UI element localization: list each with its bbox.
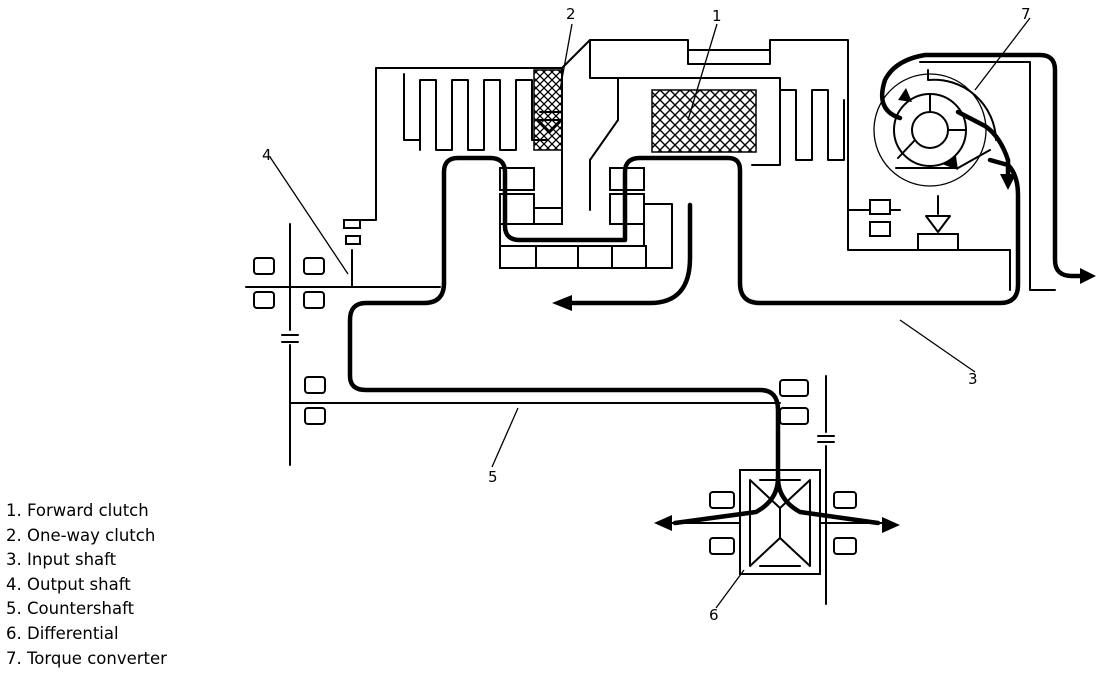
clutch-plates-right <box>779 89 845 161</box>
callout-number: 3 <box>968 370 978 388</box>
legend-number: 2. <box>6 525 22 545</box>
legend-item: 2. One-way clutch <box>6 524 167 549</box>
bearings <box>253 257 857 555</box>
forward-clutch <box>651 89 757 153</box>
power-flow-path <box>347 52 1096 533</box>
legend-item: 6. Differential <box>6 622 167 647</box>
legend-item: 5. Countershaft <box>6 597 167 622</box>
legend-number: 3. <box>6 550 22 570</box>
callout-number: 2 <box>566 5 576 23</box>
legend-label: Input shaft <box>27 550 117 570</box>
gear-set <box>499 167 673 269</box>
legend-label: Countershaft <box>27 599 135 619</box>
legend-label: Torque converter <box>27 648 167 668</box>
legend-number: 7. <box>6 648 22 668</box>
callout-number: 4 <box>262 146 272 164</box>
legend-label: One-way clutch <box>27 525 156 545</box>
legend-number: 5. <box>6 599 22 619</box>
leader-lines <box>269 17 1031 609</box>
callout-number: 7 <box>1021 5 1031 23</box>
callout-number: 6 <box>709 606 719 624</box>
legend-number: 6. <box>6 623 22 643</box>
one-way-clutch <box>533 69 563 151</box>
legend-item: 3. Input shaft <box>6 548 167 573</box>
callout-numbers: 2 1 3 4 5 6 7 <box>262 5 1031 624</box>
callout-number: 5 <box>488 468 498 486</box>
legend: 1. Forward clutch 2. One-way clutch 3. I… <box>6 499 167 671</box>
legend-item: 4. Output shaft <box>6 573 167 598</box>
legend-item: 7. Torque converter <box>6 647 167 672</box>
legend-number: 1. <box>6 501 22 520</box>
legend-label: Forward clutch <box>27 501 149 520</box>
legend-label: Differential <box>27 623 119 643</box>
callout-number: 1 <box>712 7 722 25</box>
legend-item: 1. Forward clutch <box>6 499 167 524</box>
legend-label: Output shaft <box>27 574 131 594</box>
clutch-plates-left <box>403 73 547 151</box>
legend-number: 4. <box>6 574 22 594</box>
torque-converter <box>869 69 997 251</box>
